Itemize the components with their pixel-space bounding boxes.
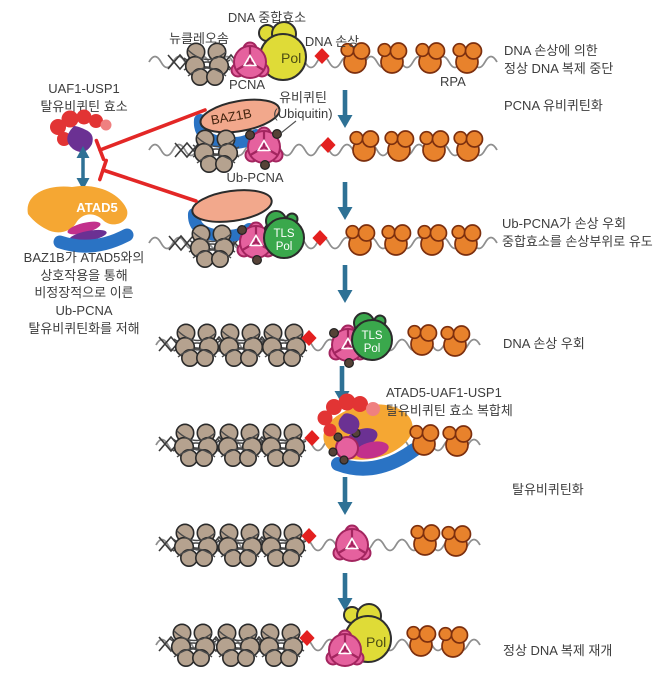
rpa-icon	[441, 525, 472, 557]
rpa-icon	[417, 224, 448, 256]
label-uaf1-line1: UAF1-USP1	[48, 81, 120, 96]
pol-label: Pol	[366, 634, 386, 650]
nucleosome-icon	[172, 523, 220, 568]
label-step5: 탈유비퀴틴화	[512, 482, 584, 497]
nucleosome-icon	[259, 423, 307, 468]
label-complex-line1: ATAD5-UAF1-USP1	[386, 385, 502, 400]
label-step6: 정상 DNA 복제 재개	[503, 643, 612, 658]
inhibition-tbar-upper	[94, 138, 106, 162]
tls-label-line1: TLS	[361, 330, 382, 342]
label-note-line3: 비정장적으로 이른	[34, 285, 133, 300]
label-rpa: RPA	[440, 74, 466, 89]
inhibition-line-lower	[101, 168, 198, 203]
complex-usp1-blob	[317, 410, 333, 426]
down-arrow-icon	[337, 182, 353, 220]
down-arrow-icon	[337, 477, 353, 515]
nucleosome-icon	[173, 323, 221, 368]
complex-blue-blob	[331, 443, 421, 476]
rpa-icon	[409, 424, 440, 456]
label-ubiquitin-en: (Ubiquitin)	[273, 106, 332, 121]
label-note-line4: Ub-PCNA	[55, 303, 112, 318]
ubiquitin-pointer-line	[280, 120, 297, 134]
row-damage-bypass: TLS Pol DNA 손상 우회	[155, 312, 585, 368]
baz1b-blob	[199, 98, 281, 134]
rpa-icon	[377, 42, 408, 74]
inhibition-line-upper	[98, 108, 207, 152]
label-step1-line2: 정상 DNA 복제 중단	[504, 61, 613, 76]
down-arrow-icon	[337, 90, 353, 128]
row-replication-resumes: Pol 정상 DNA 복제 재개	[155, 603, 612, 668]
rpa-icon	[415, 42, 446, 74]
nucleosome-icon	[183, 42, 231, 86]
rpa-icon	[349, 130, 380, 162]
double-arrow-icon	[76, 146, 90, 190]
label-note-line2: 상호작용을 통해	[40, 268, 127, 283]
label-ub-pcna: Ub-PCNA	[226, 170, 283, 185]
label-step1-line1: DNA 손상에 의한	[504, 43, 598, 58]
label-step3-line1: Ub-PCNA가 손상 우회	[502, 216, 626, 231]
rpa-icon	[453, 130, 484, 162]
rpa-icon	[452, 42, 483, 74]
tls-label-line2: Pol	[276, 241, 293, 253]
row-replication-stalled: Pol DNA 중합효소 뉴클레오솜 DNA 손상 PCNA RPA DNA 손…	[148, 10, 613, 92]
label-ubiquitin-kr: 유비퀴틴	[279, 90, 327, 105]
rpa-icon	[407, 324, 438, 356]
rpa-icon	[410, 524, 441, 556]
pcna-icon	[332, 524, 372, 563]
label-nucleosome: 뉴클레오솜	[169, 31, 229, 46]
label-step3-line2: 중합효소를 손상부위로 유도	[502, 234, 653, 249]
complex-purple-blob	[338, 413, 360, 435]
inhibition-lines	[94, 108, 207, 203]
rpa-icon	[406, 625, 437, 657]
rpa-icon	[419, 130, 450, 162]
row-deub-complex: ATAD5-UAF1-USP1 탈유비퀴틴 효소 복합체	[155, 385, 513, 476]
label-note-line1: BAZ1B가 ATAD5와의	[24, 250, 145, 265]
rpa-icon	[451, 224, 482, 256]
inhibition-tbar-lower	[98, 158, 108, 182]
rpa-icon	[440, 325, 471, 357]
label-note-line5: 탈유비퀴틴화를 저해	[28, 321, 139, 336]
damage-diamond-icon	[320, 137, 336, 153]
tls-label-line2: Pol	[364, 343, 381, 355]
label-atad5: ATAD5	[76, 200, 117, 215]
damage-diamond-icon	[304, 430, 320, 446]
label-pcna: PCNA	[229, 77, 265, 92]
nucleosome-icon	[257, 623, 305, 668]
baz1b-label: BAZ1B	[210, 106, 253, 128]
damage-diamond-icon	[312, 230, 328, 246]
nucleosome-icon	[172, 423, 220, 468]
rpa-icon	[384, 130, 415, 162]
row-pcna-ubiquitination: BAZ1B 유비퀴틴 (Ubiquitin) Ub-PCNA PCNA 유비퀴틴…	[148, 90, 603, 185]
baz1b-blob	[191, 189, 273, 223]
nucleosome-icon	[214, 623, 262, 668]
damage-diamond-icon	[301, 528, 317, 544]
row-deubiquitinated: 탈유비퀴틴화	[155, 482, 584, 568]
rpa-icon	[381, 224, 412, 256]
atad5-uaf1-usp1-complex-blob	[317, 393, 421, 476]
rpa-icon	[345, 224, 376, 256]
pol-label: Pol	[281, 50, 301, 66]
label-dna-damage: DNA 손상	[305, 34, 359, 49]
label-complex-line2: 탈유비퀴틴 효소 복합체	[386, 403, 513, 418]
ub-pcna-icon	[246, 128, 283, 170]
left-column: UAF1-USP1 탈유비퀴틴 효소 ATAD5 BAZ1B가 ATAD5와의 …	[24, 81, 145, 336]
nucleosome-icon	[260, 323, 308, 368]
atad5-blob: ATAD5	[27, 185, 134, 253]
nucleosome-icon	[259, 523, 307, 568]
down-arrow-icon	[337, 573, 353, 611]
uaf1-usp1-blob	[50, 109, 112, 153]
label-uaf1-line2: 탈유비퀴틴 효소	[40, 99, 127, 114]
label-step2: PCNA 유비퀴틴화	[504, 98, 603, 113]
rpa-icon	[442, 425, 473, 457]
row-tls-recruited: TLS Pol Ub-PCNA가 손상 우회 중합효소를 손상부위로 유도	[148, 189, 653, 269]
atad5-blue-blob	[53, 228, 134, 253]
label-dna-polymerase: DNA 중합효소	[228, 10, 306, 25]
tls-label-line1: TLS	[273, 228, 294, 240]
down-arrow-icon	[337, 265, 353, 303]
rpa-icon	[438, 626, 469, 658]
label-step4: DNA 손상 우회	[503, 336, 585, 351]
